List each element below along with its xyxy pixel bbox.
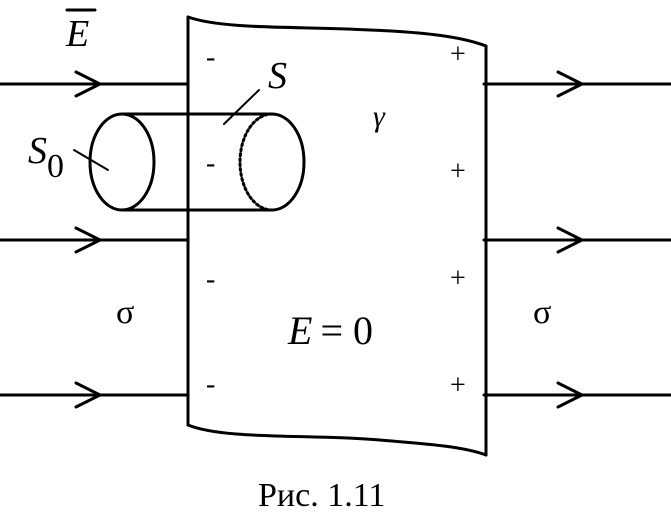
cylinder-right-cap-front <box>270 112 306 212</box>
minus-sign: - <box>206 42 215 73</box>
conductor-top-edge <box>186 15 488 48</box>
conductor-bottom-edge <box>186 423 488 457</box>
inside-field-rest: = 0 <box>320 308 373 353</box>
minus-sign: - <box>206 369 215 400</box>
positive-charges: + + + + <box>450 39 466 401</box>
arrowhead-right-top <box>556 70 584 98</box>
plus-sign: + <box>450 370 466 401</box>
arrowhead-right-bottom <box>556 381 584 409</box>
negative-charges: - - - - <box>206 42 215 400</box>
conductor-body <box>186 15 488 457</box>
plus-sign: + <box>450 39 466 70</box>
leader-line-s0 <box>73 149 109 171</box>
arrowhead-left-top <box>74 70 102 98</box>
plus-sign: + <box>450 156 466 187</box>
outgoing-field-lines <box>482 70 671 409</box>
arrowhead-right-middle <box>556 226 584 254</box>
plus-sign: + <box>450 263 466 294</box>
cylinder-right-cap-hidden <box>238 112 274 212</box>
cylinder-label-s0: S0 <box>28 130 64 185</box>
leader-line-s <box>223 89 260 125</box>
sigma-left: σ <box>116 294 134 331</box>
arrowhead-left-middle <box>74 226 102 254</box>
cylinder-left-cap <box>88 112 156 212</box>
gaussian-cylinder <box>73 89 306 212</box>
inside-field-equation: E= 0 <box>287 308 373 353</box>
figure-caption: Рис. 1.11 <box>258 477 385 514</box>
s0-main: S <box>28 130 47 172</box>
surface-label-s: S <box>268 55 287 97</box>
s0-subscript: 0 <box>47 148 64 185</box>
incoming-field-lines <box>0 70 190 409</box>
inside-field-var: E <box>287 308 312 353</box>
field-vector-letter: E <box>65 13 89 55</box>
sigma-right: σ <box>533 294 551 331</box>
minus-sign: - <box>206 264 215 295</box>
arrowhead-left-bottom <box>74 381 102 409</box>
curvature-symbol: γ <box>373 100 386 133</box>
field-vector-label: E <box>65 8 97 55</box>
minus-sign: - <box>206 148 215 179</box>
